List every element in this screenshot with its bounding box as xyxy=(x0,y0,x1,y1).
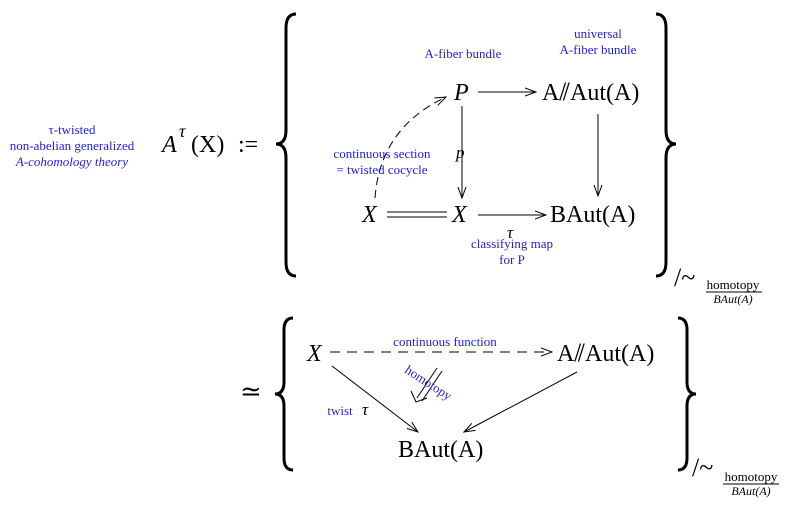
top-right-brace xyxy=(655,12,677,278)
note-classifying-2: for P xyxy=(499,252,525,267)
arrow-universal-bottom xyxy=(464,371,578,432)
top-diagram: P A⫽Aut(A) X X BAut(A) p τ xyxy=(361,80,639,242)
note-continuous: continuous function xyxy=(393,334,497,349)
note-homotopy: homotopy xyxy=(402,362,455,404)
definition-lhs: A τ (X) := xyxy=(160,121,258,158)
label-tau-top: τ xyxy=(507,223,514,242)
lhs-A: A xyxy=(160,132,177,158)
bottom-diagram: X A⫽Aut(A) BAut(A) τ xyxy=(306,341,654,463)
quotient-top-slash: /~ xyxy=(674,263,695,292)
node-BAutA-top: BAut(A) xyxy=(550,202,635,228)
quotient-bottom-den: BAut(A) xyxy=(731,484,770,498)
label-tau-bottom: τ xyxy=(362,400,369,419)
quotient-top-num: homotopy xyxy=(707,277,760,292)
arrow-twist xyxy=(331,365,418,432)
node-X-left: X xyxy=(361,202,378,228)
note-twist: twist xyxy=(327,403,353,418)
assign-symbol: := xyxy=(238,132,258,158)
node-quotient-bottom: A⫽Aut(A) xyxy=(557,341,654,367)
node-X-bottom: X xyxy=(306,341,323,367)
note-fiber-bundle: A-fiber bundle xyxy=(425,46,502,61)
node-quotient-top: A⫽Aut(A) xyxy=(542,80,639,106)
quotient-bottom-slash: /~ xyxy=(692,453,713,482)
side-note-line2: non-abelian generalized xyxy=(10,138,135,153)
note-universal-1: universal xyxy=(574,26,622,41)
bottom-right-brace xyxy=(677,316,697,472)
node-X-right: X xyxy=(451,202,468,228)
quotient-bottom: /~ homotopy BAut(A) xyxy=(692,453,779,498)
top-notes: A-fiber bundle universal A-fiber bundle … xyxy=(333,26,636,267)
quotient-top-den: BAut(A) xyxy=(713,292,752,306)
node-P: P xyxy=(453,80,469,106)
quotient-top: /~ homotopy BAut(A) xyxy=(674,263,762,306)
note-classifying-1: classifying map xyxy=(471,236,553,251)
lhs-tau: τ xyxy=(179,121,186,141)
bottom-notes: continuous function homotopy twist xyxy=(327,334,497,418)
side-note-line1: τ-twisted xyxy=(48,122,96,137)
bottom-left-brace xyxy=(274,316,294,472)
equality-double-line xyxy=(387,211,447,218)
label-p: p xyxy=(455,143,465,162)
side-note: τ-twisted non-abelian generalized A-coho… xyxy=(10,122,135,169)
node-BAutA-bottom: BAut(A) xyxy=(398,437,483,463)
top-left-brace xyxy=(275,12,297,278)
quotient-bottom-num: homotopy xyxy=(725,469,778,484)
homotopy-double-arrow xyxy=(410,367,443,403)
note-universal-2: A-fiber bundle xyxy=(560,42,637,57)
equiv-symbol: ≃ xyxy=(240,377,262,406)
lhs-X: (X) xyxy=(191,132,224,158)
arrow-dashed-section xyxy=(374,97,446,199)
note-section-2: = twisted cocycle xyxy=(336,162,427,177)
note-section-1: continuous section xyxy=(333,146,431,161)
side-note-line3: A-cohomology theory xyxy=(15,154,129,169)
